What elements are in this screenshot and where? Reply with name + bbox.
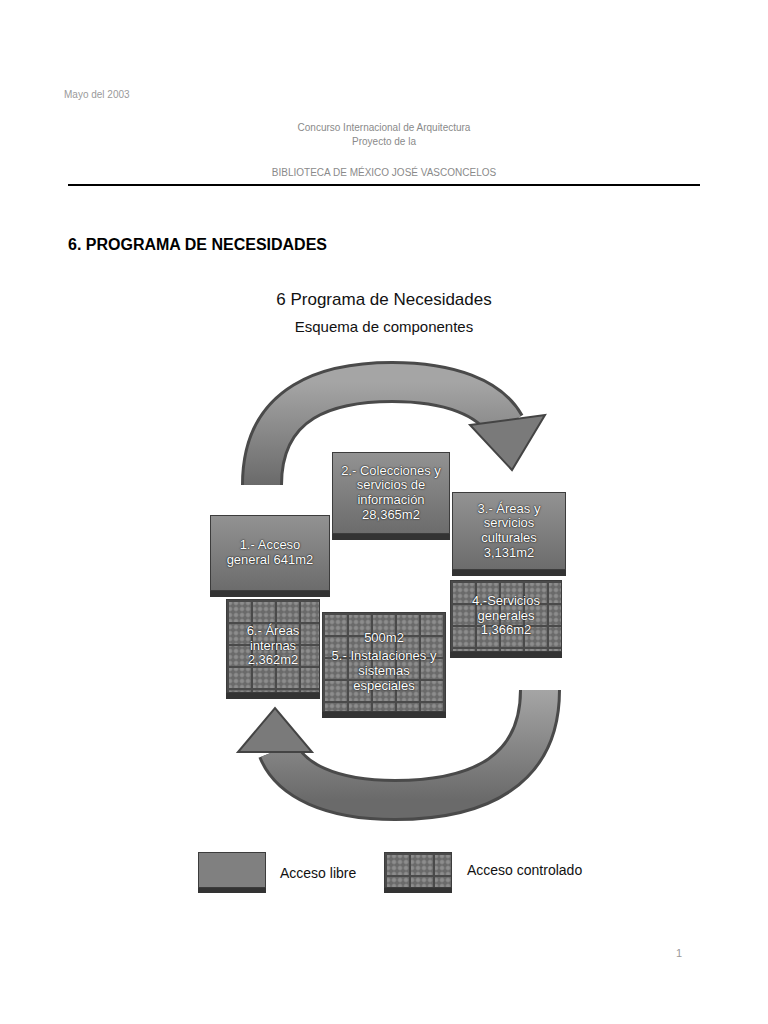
legend-swatch: [384, 852, 452, 888]
controlled-access-block: 4.-Servicios generales 1,366m2: [450, 580, 562, 652]
header-line: BIBLIOTECA DE MÉXICO JOSÉ VASCONCELOS: [0, 167, 768, 178]
figure-title: 6 Programa de Necesidades: [0, 290, 768, 310]
page-number: 1: [676, 947, 682, 959]
controlled-access-block: 6.- Áreas internas 2,362m2: [226, 599, 320, 693]
legend-text: Acceso libre: [280, 865, 356, 881]
date-note: Mayo del 2003: [64, 89, 130, 100]
section-heading: 6. PROGRAMA DE NECESIDADES: [68, 236, 327, 254]
controlled-access-block: 500m2 5.- Instalaciones y sistemas especi…: [322, 612, 446, 712]
free-access-block: 2.- Colecciones y servicios de informaci…: [332, 452, 450, 534]
block-label: 3.- Áreas y servicios culturales 3,131m2: [459, 502, 559, 560]
free-access-block: 3.- Áreas y servicios culturales 3,131m2: [452, 492, 566, 570]
figure-subtitle: Esquema de componentes: [0, 318, 768, 335]
block-label: 2.- Colecciones y servicios de informaci…: [339, 464, 443, 522]
block-label: 500m2: [364, 631, 404, 646]
block-label: 6.- Áreas internas 2,362m2: [233, 624, 313, 668]
legend-text: Acceso controlado: [467, 862, 582, 878]
arrow-head: [238, 708, 312, 752]
free-access-block: 1.- Acceso general 641m2: [210, 515, 330, 591]
header-line: Concurso Internacional de Arquitectura: [0, 122, 768, 133]
block-label: 1.- Acceso general 641m2: [217, 538, 323, 567]
block-label: 4.-Servicios generales 1,366m2: [457, 594, 555, 638]
header-line: Proyecto de la: [0, 136, 768, 147]
legend-swatch: [198, 852, 266, 888]
header-rule: [68, 184, 700, 186]
block-sublabel: 5.- Instalaciones y sistemas especiales: [329, 649, 439, 693]
arrow-head: [470, 415, 545, 470]
